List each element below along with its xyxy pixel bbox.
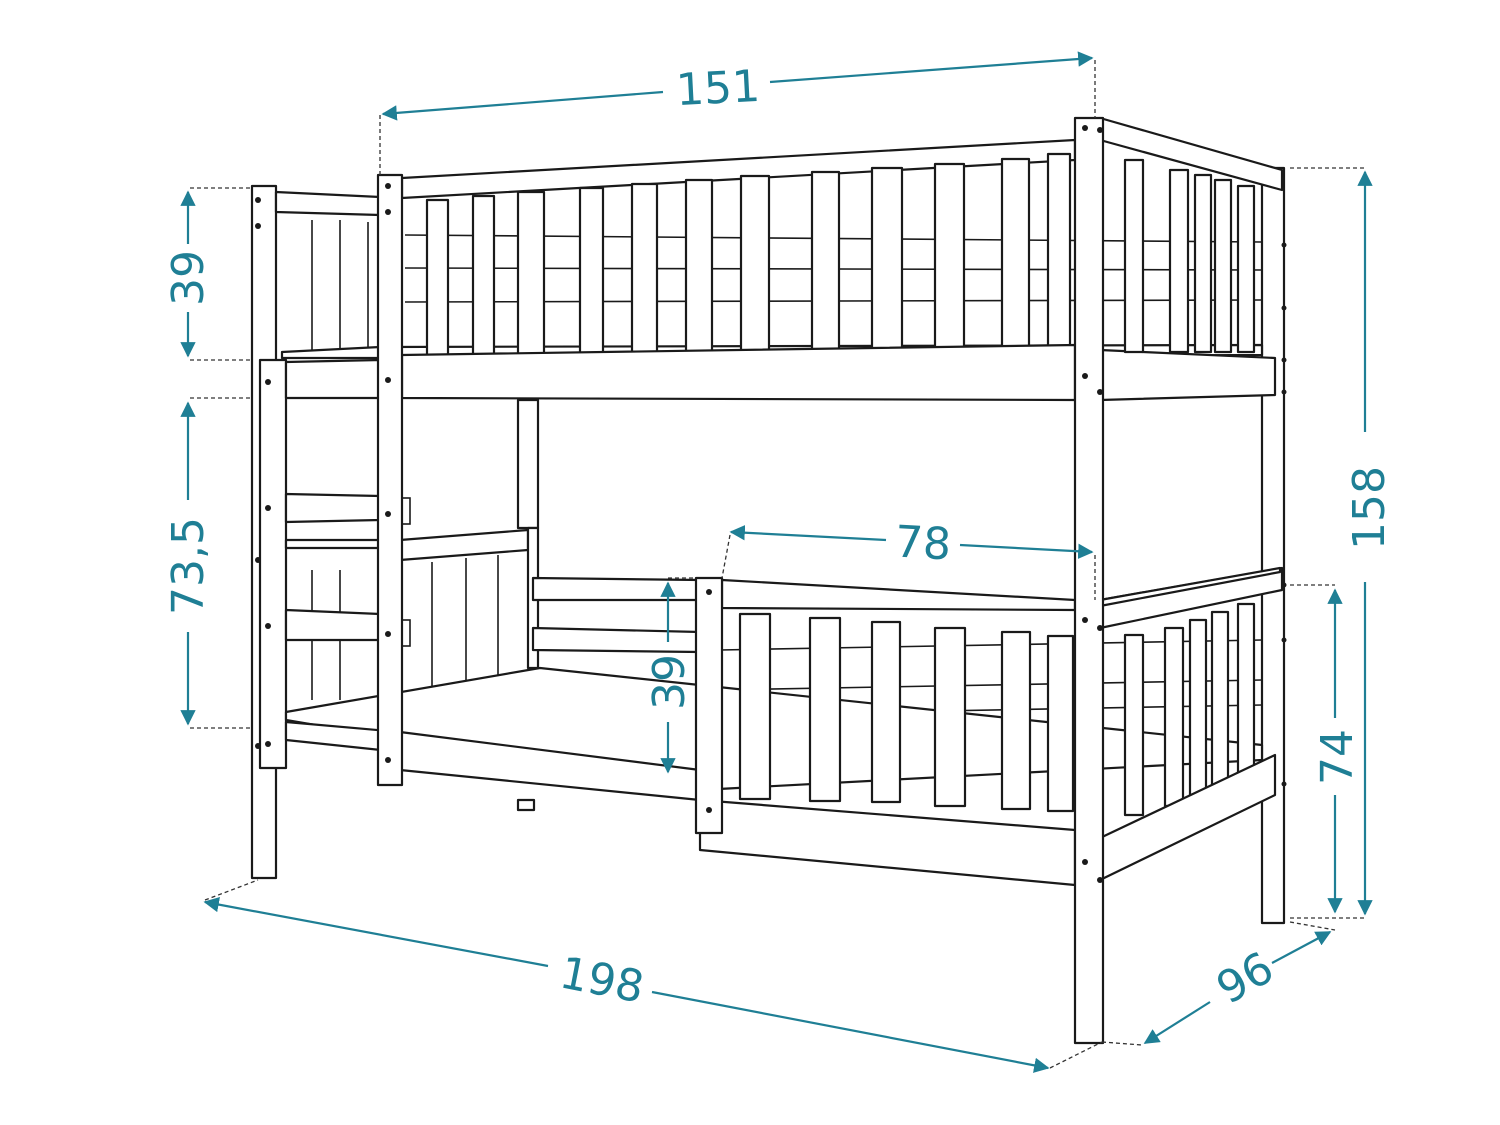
bolt-holes [255, 125, 1287, 883]
dim-lower-rail-height-label: 39 [644, 654, 695, 710]
lower-bed [284, 526, 1284, 887]
extension-lines [190, 60, 1365, 1069]
dim-lower-bed-height-label: 74 [1312, 729, 1363, 785]
upper-bed [258, 138, 1277, 770]
dim-lower-clearance-label: 73,5 [163, 517, 214, 615]
front-posts [376, 116, 1105, 1045]
dim-depth-label: 96 [1208, 942, 1282, 1014]
dim-top-width-label: 151 [675, 61, 762, 116]
dim-total-height-label: 158 [1344, 466, 1395, 550]
dimension-lines [180, 51, 1373, 1073]
dim-upper-rail-height-label: 39 [163, 250, 214, 306]
dim-length-label: 198 [556, 947, 648, 1013]
dim-opening-width-label: 78 [894, 517, 953, 571]
